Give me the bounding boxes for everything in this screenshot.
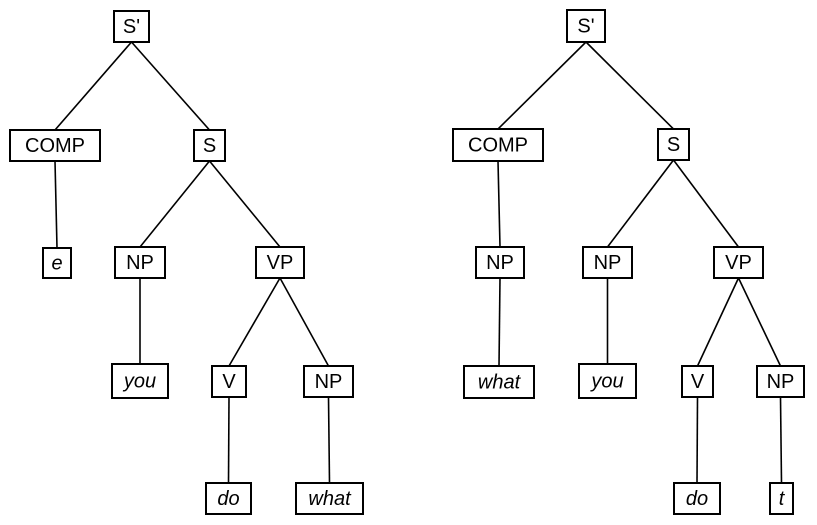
tree-edge	[208, 160, 281, 248]
node-label: S'	[577, 15, 594, 37]
tree-node-t: t	[769, 482, 794, 515]
tree-edge	[585, 41, 675, 130]
tree-edge	[279, 277, 330, 367]
node-box	[566, 9, 606, 43]
tree-node-s: S'	[113, 10, 150, 43]
tree-node-comp: COMP	[9, 129, 101, 162]
node-label: t	[779, 488, 786, 510]
node-label: VP	[267, 252, 294, 274]
tree-node-do: do	[205, 482, 252, 515]
node-label: do	[217, 488, 239, 510]
node-box	[303, 365, 354, 398]
node-box	[111, 363, 169, 399]
tree-node-vp: VP	[713, 246, 764, 279]
tree-edge	[54, 41, 133, 131]
tree-node-np: NP	[582, 246, 633, 279]
node-label: V	[691, 371, 705, 393]
tree-node-s: S	[193, 129, 226, 162]
tree-node-np: NP	[475, 246, 525, 279]
node-box	[657, 128, 690, 161]
tree-node-do: do	[673, 482, 721, 515]
tree-edge	[696, 277, 740, 367]
tree-edge	[227, 396, 230, 484]
tree-node-np: NP	[756, 365, 805, 398]
node-box	[673, 482, 721, 515]
node-label: S	[667, 134, 680, 156]
tree-edge	[779, 396, 783, 484]
tree-edge	[737, 277, 782, 367]
node-label: VP	[725, 252, 752, 274]
node-box	[769, 482, 794, 515]
node-box	[42, 247, 72, 279]
tree-edge	[327, 396, 331, 484]
tree-node-what: what	[295, 482, 364, 515]
tree-node-np: NP	[303, 365, 354, 398]
tree-node-vp: VP	[255, 246, 305, 279]
node-label: V	[222, 371, 236, 393]
tree-edge	[498, 277, 501, 367]
node-box	[211, 365, 247, 398]
node-label: NP	[315, 371, 343, 393]
node-box	[114, 246, 166, 279]
node-label: S	[203, 135, 216, 157]
node-label: e	[51, 252, 62, 274]
tree-edge	[497, 160, 501, 248]
tree-node-you: you	[578, 363, 637, 399]
node-box	[205, 482, 252, 515]
node-label: NP	[594, 252, 622, 274]
node-box	[713, 246, 764, 279]
node-box	[756, 365, 805, 398]
node-box	[193, 129, 226, 162]
node-box	[295, 482, 364, 515]
node-box	[582, 246, 633, 279]
node-label: COMP	[468, 134, 528, 156]
tree-node-you: you	[111, 363, 169, 399]
tree-node-comp: COMP	[452, 128, 544, 162]
node-box	[9, 129, 101, 162]
node-box	[475, 246, 525, 279]
node-label: NP	[126, 252, 154, 274]
tree-edge	[672, 159, 740, 248]
node-label: what	[478, 371, 522, 393]
tree-node-e: e	[42, 247, 72, 279]
node-box	[113, 10, 150, 43]
node-label: you	[589, 370, 623, 392]
node-box	[681, 365, 714, 398]
surface-structure-tree: S' COMP S NP NP VP what you V NP do t	[452, 9, 805, 515]
tree-node-s: S	[657, 128, 690, 161]
tree-node-v: V	[681, 365, 714, 398]
tree-edge	[696, 396, 699, 484]
tree-edges	[54, 41, 331, 484]
node-label: do	[686, 488, 708, 510]
tree-edge	[130, 41, 211, 131]
tree-node-s: S'	[566, 9, 606, 43]
tree-edge	[54, 160, 58, 249]
tree-edge	[606, 159, 675, 248]
node-label: S'	[123, 16, 140, 38]
node-label: you	[122, 370, 156, 392]
node-label: what	[308, 488, 352, 510]
tree-edge	[139, 160, 211, 248]
node-box	[452, 128, 544, 162]
tree-node-v: V	[211, 365, 247, 398]
tree-node-what: what	[463, 365, 535, 399]
node-label: NP	[767, 371, 795, 393]
tree-edge	[228, 277, 281, 367]
node-label: NP	[486, 252, 514, 274]
tree-node-np: NP	[114, 246, 166, 279]
tree-edges	[497, 41, 783, 484]
node-box	[578, 363, 637, 399]
tree-edge	[497, 41, 587, 130]
node-label: COMP	[25, 135, 85, 157]
node-box	[463, 365, 535, 399]
node-box	[255, 246, 305, 279]
